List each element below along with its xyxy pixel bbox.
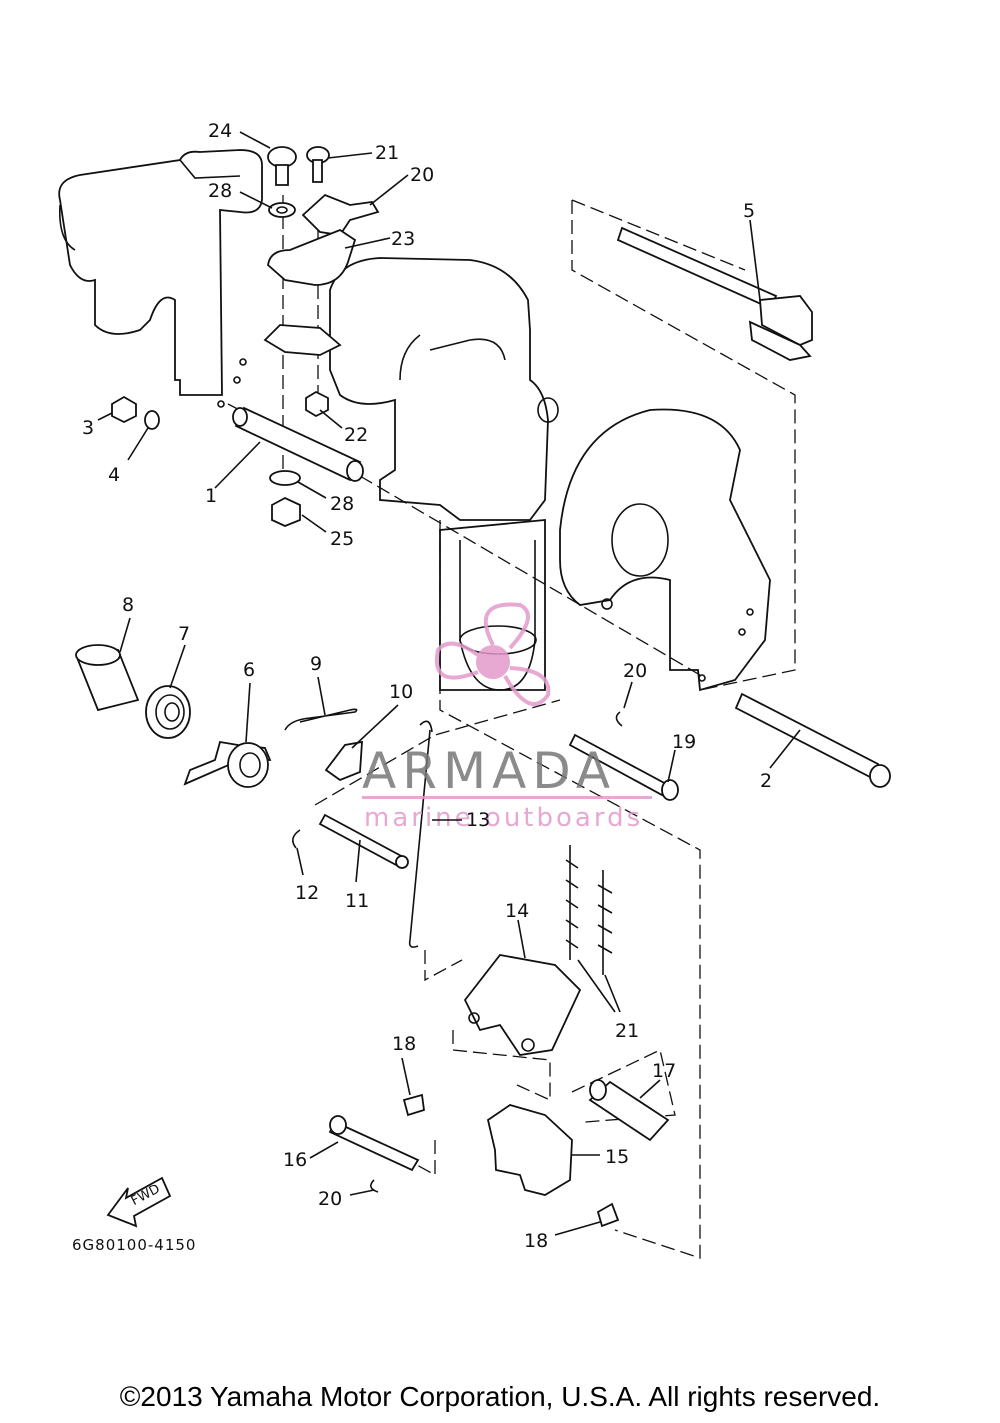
- callout-9: 9: [310, 653, 322, 675]
- callout-12: 12: [295, 882, 319, 904]
- callout-numbers: 24 21 20 28 23 5 22 3 4 1 28 25 8 7 6 9 …: [82, 120, 772, 1252]
- callout-24: 22: [344, 424, 368, 446]
- callout-20-bottom: 20: [318, 1188, 342, 1210]
- callout-25: 23: [391, 228, 415, 250]
- watermark-rule: [362, 796, 652, 799]
- callout-5: 5: [743, 200, 755, 222]
- watermark-title: ARMADA: [362, 742, 616, 800]
- lower-bracket-group: [328, 1079, 670, 1228]
- swivel-bracket: [329, 257, 559, 521]
- callout-16: 16: [283, 1149, 307, 1171]
- part-5-tilt-rod: [616, 226, 813, 361]
- callout-7: 7: [178, 623, 190, 645]
- part-14-bracket: [463, 954, 582, 1056]
- leader-lines: [97, 131, 801, 1236]
- callout-10: 10: [389, 681, 413, 703]
- callout-18-top: 18: [392, 1033, 416, 1055]
- part-2-bolt: [734, 692, 891, 788]
- callout-8: 8: [122, 594, 134, 616]
- top-hardware: [111, 146, 380, 527]
- callout-27: 25: [330, 528, 354, 550]
- callout-15: 15: [605, 1146, 629, 1168]
- callout-20-top: 20: [623, 660, 647, 682]
- callout-17: 17: [652, 1060, 676, 1082]
- fwd-arrow-icon: FWD: [106, 1176, 172, 1228]
- part-1-pin: [232, 406, 364, 482]
- callout-22: 20: [410, 164, 434, 186]
- part-21-springs: [565, 845, 613, 975]
- callout-11: 11: [345, 890, 369, 912]
- callout-4: 4: [108, 464, 120, 486]
- callout-26: 24: [208, 120, 232, 142]
- callout-14: 14: [505, 900, 529, 922]
- callout-1: 1: [205, 485, 217, 507]
- callout-28-bottom: 28: [330, 493, 354, 515]
- part-19-pin: [568, 711, 679, 801]
- callout-23: 21: [375, 142, 399, 164]
- left-clamp-bracket: [58, 149, 263, 408]
- callout-6: 6: [243, 659, 255, 681]
- callout-21: 21: [615, 1020, 639, 1042]
- propeller-logo-icon: [434, 602, 551, 706]
- callout-13: 13: [466, 809, 490, 831]
- armada-watermark: ARMADA marine outboards: [362, 602, 652, 833]
- watermark-subtitle: marine outboards: [364, 803, 643, 833]
- callout-18-bottom: 18: [524, 1230, 548, 1252]
- copyright-footer: ©2013 Yamaha Motor Corporation, U.S.A. A…: [119, 1381, 881, 1412]
- callout-3: 3: [82, 417, 94, 439]
- callout-2: 2: [760, 770, 772, 792]
- callout-19: 19: [672, 731, 696, 753]
- lever-group: [75, 644, 433, 948]
- callout-28-top: 28: [208, 180, 232, 202]
- right-clamp-bracket: [559, 408, 771, 692]
- drawing-code: 6G80100-4150: [72, 1236, 197, 1254]
